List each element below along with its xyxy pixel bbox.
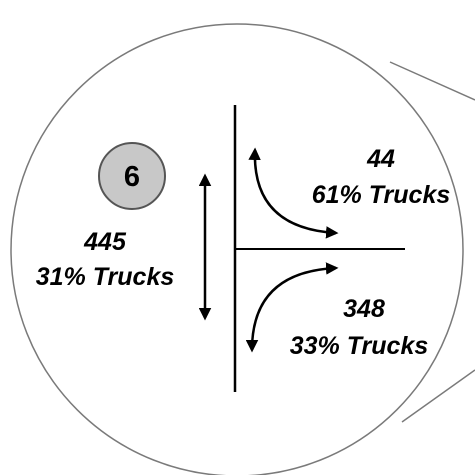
- callout-line-top: [389, 61, 475, 101]
- label-445-volume: 445: [83, 228, 127, 256]
- node-number: 6: [124, 161, 140, 193]
- label-348-trucks: 33% Trucks: [290, 332, 429, 360]
- label-348-volume: 348: [343, 295, 385, 323]
- magnifier-circle: [10, 23, 464, 475]
- label-445-trucks: 31% Trucks: [36, 263, 175, 291]
- label-44-volume: 44: [366, 145, 395, 173]
- node-badge-circle: [98, 142, 166, 210]
- label-44-trucks: 61% Trucks: [312, 181, 451, 209]
- callout-line-bottom: [401, 369, 475, 423]
- node-badge: 6: [98, 142, 166, 210]
- southeast-turn-arrow: [245, 262, 339, 353]
- northeast-turn-arrow: [248, 147, 339, 239]
